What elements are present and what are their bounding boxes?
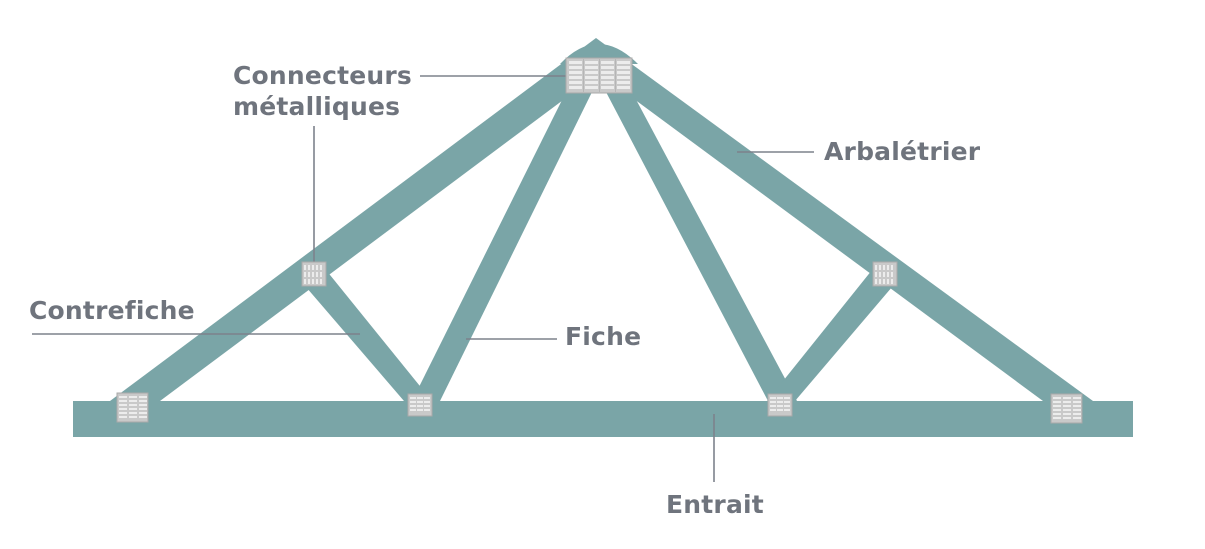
connector-right-heel (1050, 393, 1083, 424)
connector-right-strut-top (872, 261, 898, 287)
contrefiche-right (767, 270, 898, 401)
leader-lines (32, 75, 814, 482)
label-contrefiche: Contrefiche (29, 296, 195, 325)
label-fiche: Fiche (565, 322, 642, 351)
entrait-beam (73, 401, 1133, 437)
arbaletrier-right (592, 38, 1093, 401)
contrefiche-left (300, 270, 432, 401)
label-connecteurs-line2: métalliques (233, 92, 401, 121)
arbaletrier-left (110, 38, 606, 401)
connector-left-heel (116, 392, 149, 423)
connector-apex (565, 57, 633, 94)
label-arbaletrier: Arbalétrier (824, 137, 981, 166)
label-entrait: Entrait (666, 490, 764, 519)
timber-members (73, 38, 1133, 437)
connector-right-bottom-node (767, 393, 793, 417)
fiche-right (606, 92, 797, 401)
label-connecteurs-line1: Connecteurs (233, 61, 413, 90)
connector-plates (116, 57, 1083, 424)
connector-left-strut-top (301, 261, 327, 287)
connector-left-bottom-node (407, 393, 433, 417)
fiche-left (412, 92, 592, 401)
